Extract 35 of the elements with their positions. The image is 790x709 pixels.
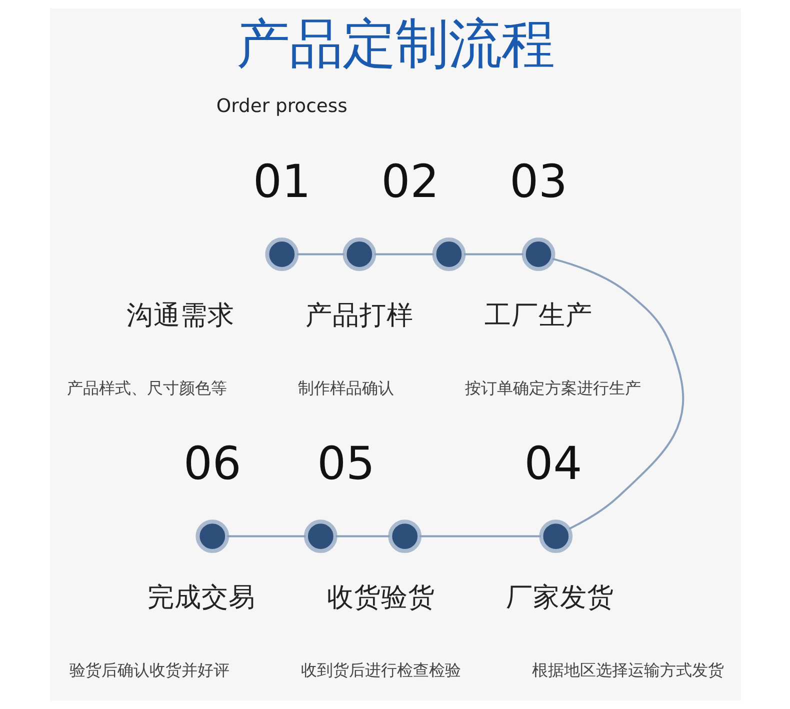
node-circle bbox=[195, 520, 229, 553]
connector bbox=[226, 535, 306, 538]
node-circle bbox=[342, 238, 376, 271]
label: 按订单确定方案进行生产 bbox=[464, 378, 641, 398]
label: 收到货后进行检查检验 bbox=[300, 660, 460, 680]
label: 根据地区选择运输方式发货 bbox=[532, 660, 724, 680]
label: 厂家发货 bbox=[505, 582, 614, 613]
label: 04 bbox=[524, 437, 582, 490]
diagram-title: 产品定制流程 bbox=[236, 12, 554, 75]
node-circle bbox=[432, 238, 466, 271]
connector bbox=[296, 253, 344, 256]
label: 制作样品确认 bbox=[298, 378, 394, 398]
connector bbox=[552, 258, 684, 530]
label: 产品样式、尺寸颜色等 bbox=[66, 378, 226, 398]
label: 完成交易 bbox=[147, 582, 256, 613]
node-circle bbox=[521, 238, 555, 271]
label: 验货后确认收货并好评 bbox=[69, 660, 230, 680]
label: 05 bbox=[316, 437, 374, 490]
node-circle bbox=[388, 520, 422, 553]
label: 06 bbox=[182, 437, 241, 490]
node-circle bbox=[264, 238, 298, 271]
label: 02 bbox=[380, 155, 439, 208]
label: Order process bbox=[216, 96, 347, 118]
node-circle bbox=[303, 520, 337, 553]
connector bbox=[464, 253, 523, 256]
label: 收货验货 bbox=[326, 582, 434, 613]
label: 工厂生产 bbox=[484, 300, 592, 331]
label: 沟通需求 bbox=[126, 300, 234, 331]
connector bbox=[335, 535, 390, 538]
label: 01 bbox=[252, 155, 310, 208]
connector bbox=[419, 535, 540, 538]
connector bbox=[374, 253, 434, 256]
node-circle bbox=[538, 520, 572, 553]
label: 03 bbox=[509, 155, 567, 208]
label: 产品打样 bbox=[304, 300, 413, 331]
